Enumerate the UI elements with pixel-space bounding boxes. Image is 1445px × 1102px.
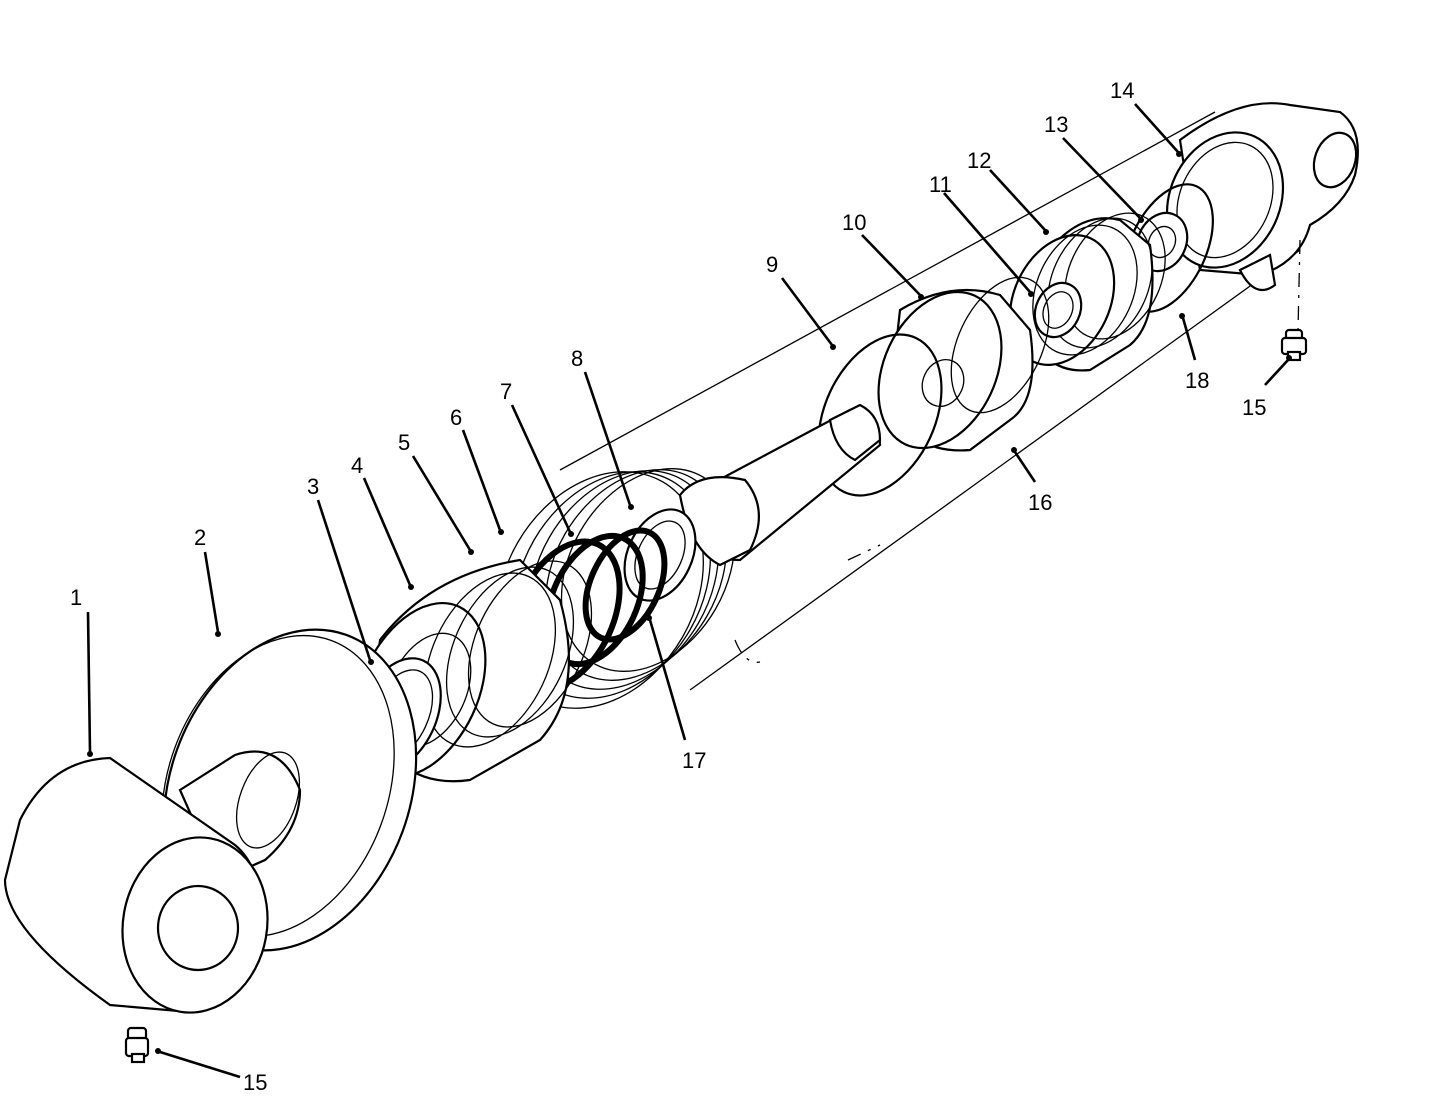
- callout-17: 17: [682, 748, 706, 773]
- cap-clevis: [3, 756, 269, 1014]
- rod-end-eye: [1165, 102, 1359, 292]
- gland: [877, 276, 1050, 452]
- grease-fitting-upper: [1280, 239, 1308, 362]
- callout-18: 18: [1185, 368, 1209, 393]
- snap-ring: [817, 333, 943, 497]
- callout-3: 3: [307, 474, 319, 499]
- callout-8: 8: [571, 346, 583, 371]
- callout-14: 14: [1110, 78, 1134, 103]
- callout-2: 2: [194, 525, 206, 550]
- callout-1: 1: [70, 585, 82, 610]
- callout-15-lower: 15: [243, 1070, 267, 1095]
- callout-10: 10: [842, 210, 866, 235]
- callout-15-upper: 15: [1242, 395, 1266, 420]
- callout-4: 4: [351, 453, 363, 478]
- callout-11: 11: [929, 172, 952, 197]
- o-ring-11: [1033, 281, 1083, 339]
- callout-12: 12: [967, 148, 991, 173]
- callout-7: 7: [500, 379, 512, 404]
- callout-labels: 1 2 3 4 5 6 7 8 9 10 11 12 13 14 15 15 1…: [70, 78, 1266, 1095]
- callout-5: 5: [398, 430, 410, 455]
- leader-lines: [86, 103, 1292, 1079]
- callout-6: 6: [450, 405, 462, 430]
- grease-fitting-lower: [124, 1026, 150, 1064]
- callout-13: 13: [1044, 112, 1068, 137]
- callout-9: 9: [766, 252, 778, 277]
- callout-16: 16: [1028, 490, 1052, 515]
- piston-rod: [678, 403, 882, 567]
